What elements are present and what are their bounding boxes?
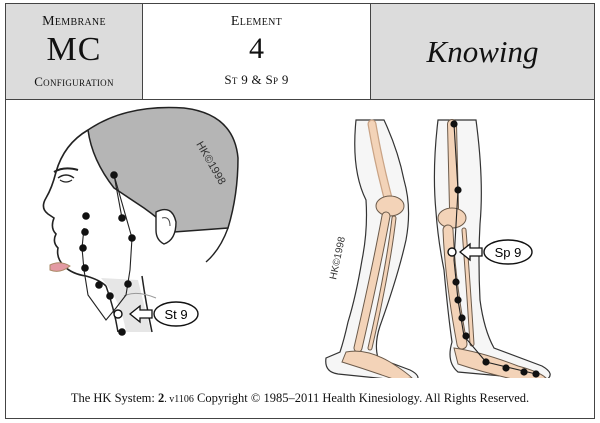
footer-copyright: Copyright © 1985–2011 Health Kinesiology… [193, 391, 530, 405]
membrane-code: MC [46, 31, 102, 68]
element-cell: Element 4 St 9 & Sp 9 [143, 4, 371, 99]
membrane-cell: Membrane MC Configuration [6, 4, 143, 99]
membrane-label: Membrane [42, 14, 106, 29]
footer-prefix: The HK System: [70, 391, 158, 405]
acupoint-diagram: HK©1998 St 9 HK©1998 [42, 106, 551, 378]
copyright-footer: The HK System: 2. v1106 Copyright © 1985… [6, 391, 594, 406]
sp9-label: Sp 9 [495, 245, 522, 260]
leg-illustration: HK©1998 [325, 119, 551, 378]
element-card: Membrane MC Configuration Element 4 St 9… [5, 3, 595, 419]
element-label: Element [230, 14, 283, 29]
configuration-label: Configuration [34, 74, 114, 89]
leg-watermark: HK©1998 [328, 235, 348, 280]
element-name: Knowing [426, 33, 539, 69]
element-points: St 9 & Sp 9 [224, 72, 289, 87]
footer-system-number: 2 [157, 391, 165, 405]
head-illustration: HK©1998 St 9 [42, 106, 239, 336]
name-cell: Knowing [371, 4, 594, 99]
st9-label: St 9 [164, 307, 187, 322]
element-number: 4 [249, 32, 264, 65]
footer-version: . v1106 [164, 394, 194, 405]
card-header: Membrane MC Configuration Element 4 St 9… [6, 4, 594, 100]
